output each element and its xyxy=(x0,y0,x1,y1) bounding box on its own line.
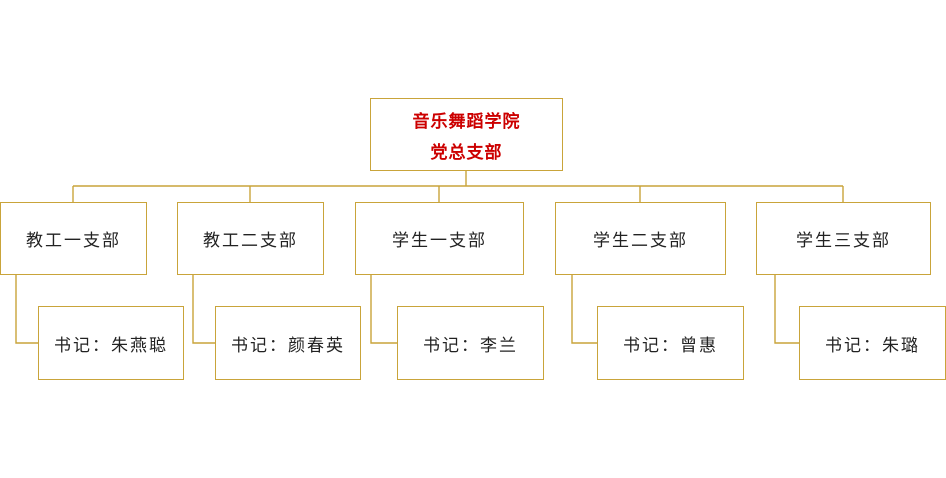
branch-node: 学生二支部 xyxy=(555,202,726,275)
root-node: 音乐舞蹈学院 党总支部 xyxy=(370,98,563,171)
root-title-line2: 党总支部 xyxy=(430,142,503,163)
secretary-node: 书记：颜春英 xyxy=(215,306,361,380)
branch-node: 教工二支部 xyxy=(177,202,324,275)
secretary-node: 书记：朱燕聪 xyxy=(38,306,184,380)
secretary-node: 书记：李兰 xyxy=(397,306,544,380)
secretary-node: 书记：曾惠 xyxy=(597,306,744,380)
secretary-connector xyxy=(370,275,397,344)
root-title-line1: 音乐舞蹈学院 xyxy=(412,111,521,132)
secretary-connector xyxy=(571,275,597,344)
secretary-connector xyxy=(774,275,799,344)
secretary-node: 书记：朱璐 xyxy=(799,306,946,380)
branch-node: 学生一支部 xyxy=(355,202,524,275)
branch-node: 教工一支部 xyxy=(0,202,147,275)
secretary-connector xyxy=(15,275,38,344)
branch-node: 学生三支部 xyxy=(756,202,931,275)
secretary-connector xyxy=(192,275,215,344)
